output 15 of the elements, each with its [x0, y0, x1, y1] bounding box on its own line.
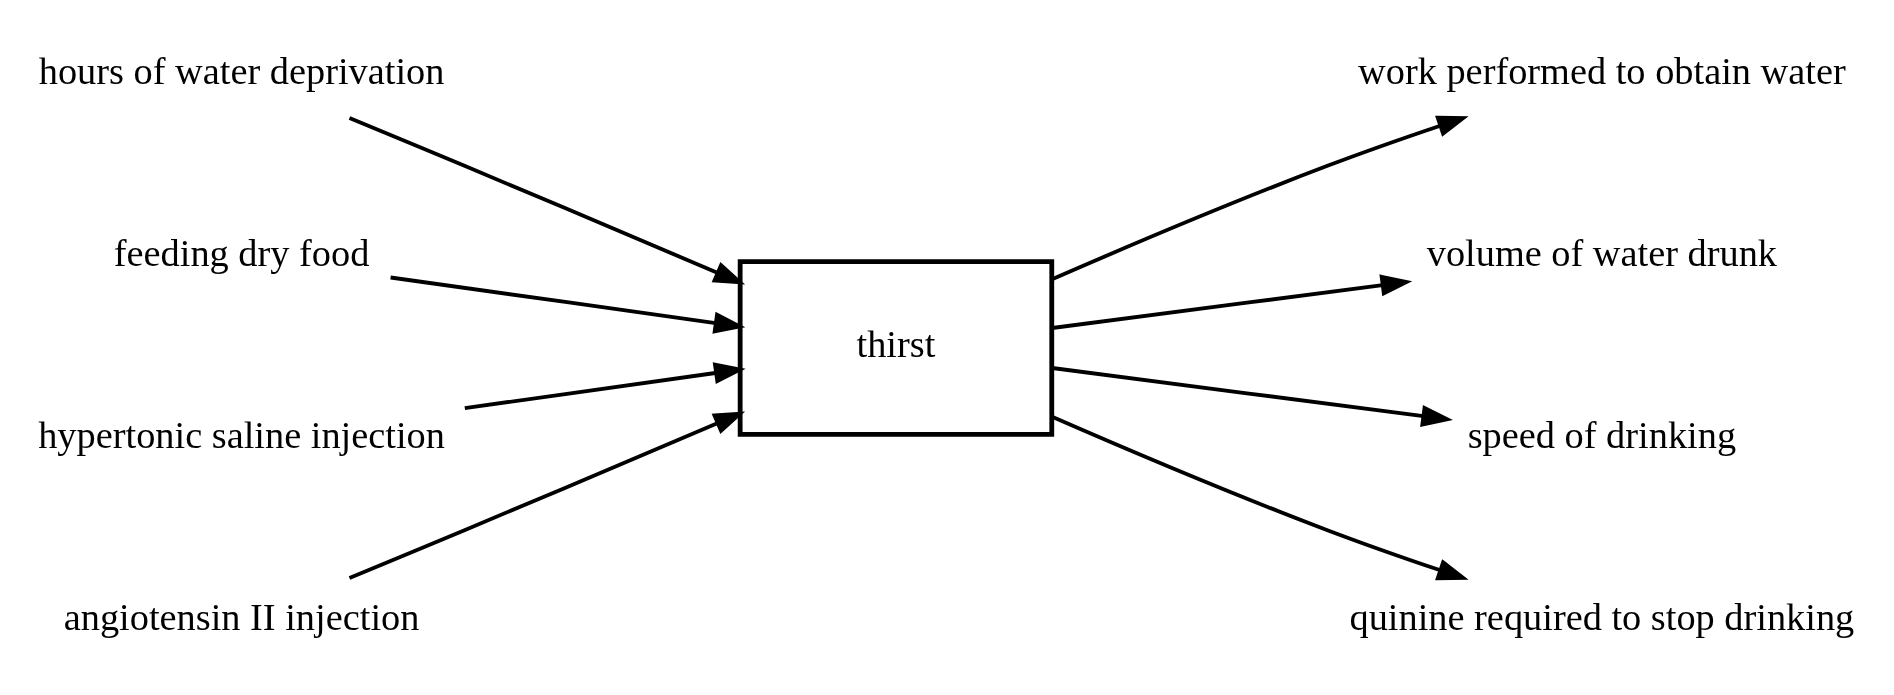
node-text: speed of drinking	[1467, 413, 1736, 456]
node-text: angiotensin II injection	[63, 595, 419, 638]
arrow	[1051, 365, 1453, 427]
arrow	[389, 275, 745, 334]
arrow	[1051, 273, 1412, 330]
node-text: volume of water drunk	[1426, 231, 1777, 274]
node-text: hours of water deprivation	[38, 49, 444, 92]
node-text: feeding dry food	[113, 231, 369, 274]
node-text: work performed to obtain water	[1357, 49, 1846, 92]
arrow	[464, 361, 746, 410]
node-text: hypertonic saline injection	[37, 413, 445, 456]
node-box: thirst	[737, 258, 1054, 437]
arrow	[348, 410, 745, 580]
arrow	[348, 115, 745, 285]
node-text: quinine required to stop drinking	[1349, 595, 1854, 638]
